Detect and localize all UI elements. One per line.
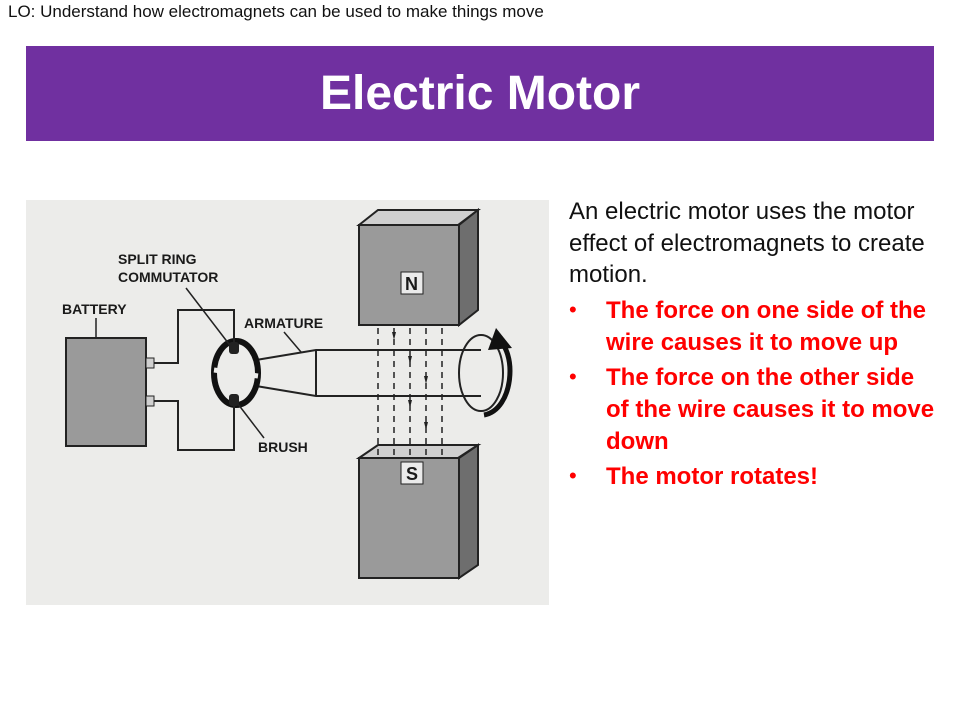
- label-leaders: [95, 287, 302, 439]
- south-pole-magnet: S: [355, 443, 482, 580]
- split-ring-label-1: SPLIT RING: [118, 251, 197, 267]
- title-banner: Electric Motor: [26, 46, 934, 141]
- south-pole-label: S: [406, 464, 418, 484]
- rotation-arrow: [483, 328, 513, 418]
- learning-objective: LO: Understand how electromagnets can be…: [8, 2, 544, 21]
- motor-diagram-svg: N S: [62, 207, 513, 580]
- bullet-item: • The force on one side of the wire caus…: [569, 295, 939, 358]
- bullet-dot-icon: •: [569, 463, 577, 489]
- explanation-text: An electric motor uses the motor effect …: [569, 196, 939, 497]
- bullet-dot-icon: •: [569, 364, 577, 390]
- magnetic-field-lines: [377, 328, 443, 456]
- bullet-dot-icon: •: [569, 297, 577, 323]
- circuit-wires: [154, 309, 235, 451]
- intro-paragraph: An electric motor uses the motor effect …: [569, 198, 925, 289]
- split-ring-label-2: COMMUTATOR: [118, 269, 218, 285]
- bullet-text: The force on the other side of the wire …: [606, 364, 935, 455]
- battery-label: BATTERY: [62, 301, 127, 317]
- bullet-item: • The motor rotates!: [569, 461, 939, 493]
- bullet-text: The force on one side of the wire causes…: [606, 297, 927, 356]
- north-pole-magnet: N: [356, 207, 481, 328]
- page-title: Electric Motor: [319, 67, 641, 120]
- battery: [65, 337, 155, 447]
- armature-label: ARMATURE: [244, 315, 323, 331]
- field-arrows: [392, 332, 428, 430]
- brush-label: BRUSH: [258, 439, 308, 455]
- armature-coil: [255, 334, 504, 412]
- motor-diagram: N S: [26, 200, 549, 605]
- bullet-list: • The force on one side of the wire caus…: [569, 295, 939, 493]
- bullet-text: The motor rotates!: [606, 463, 819, 491]
- bullet-item: • The force on the other side of the wir…: [569, 362, 939, 457]
- north-pole-label: N: [405, 274, 418, 294]
- brushes: [229, 342, 239, 406]
